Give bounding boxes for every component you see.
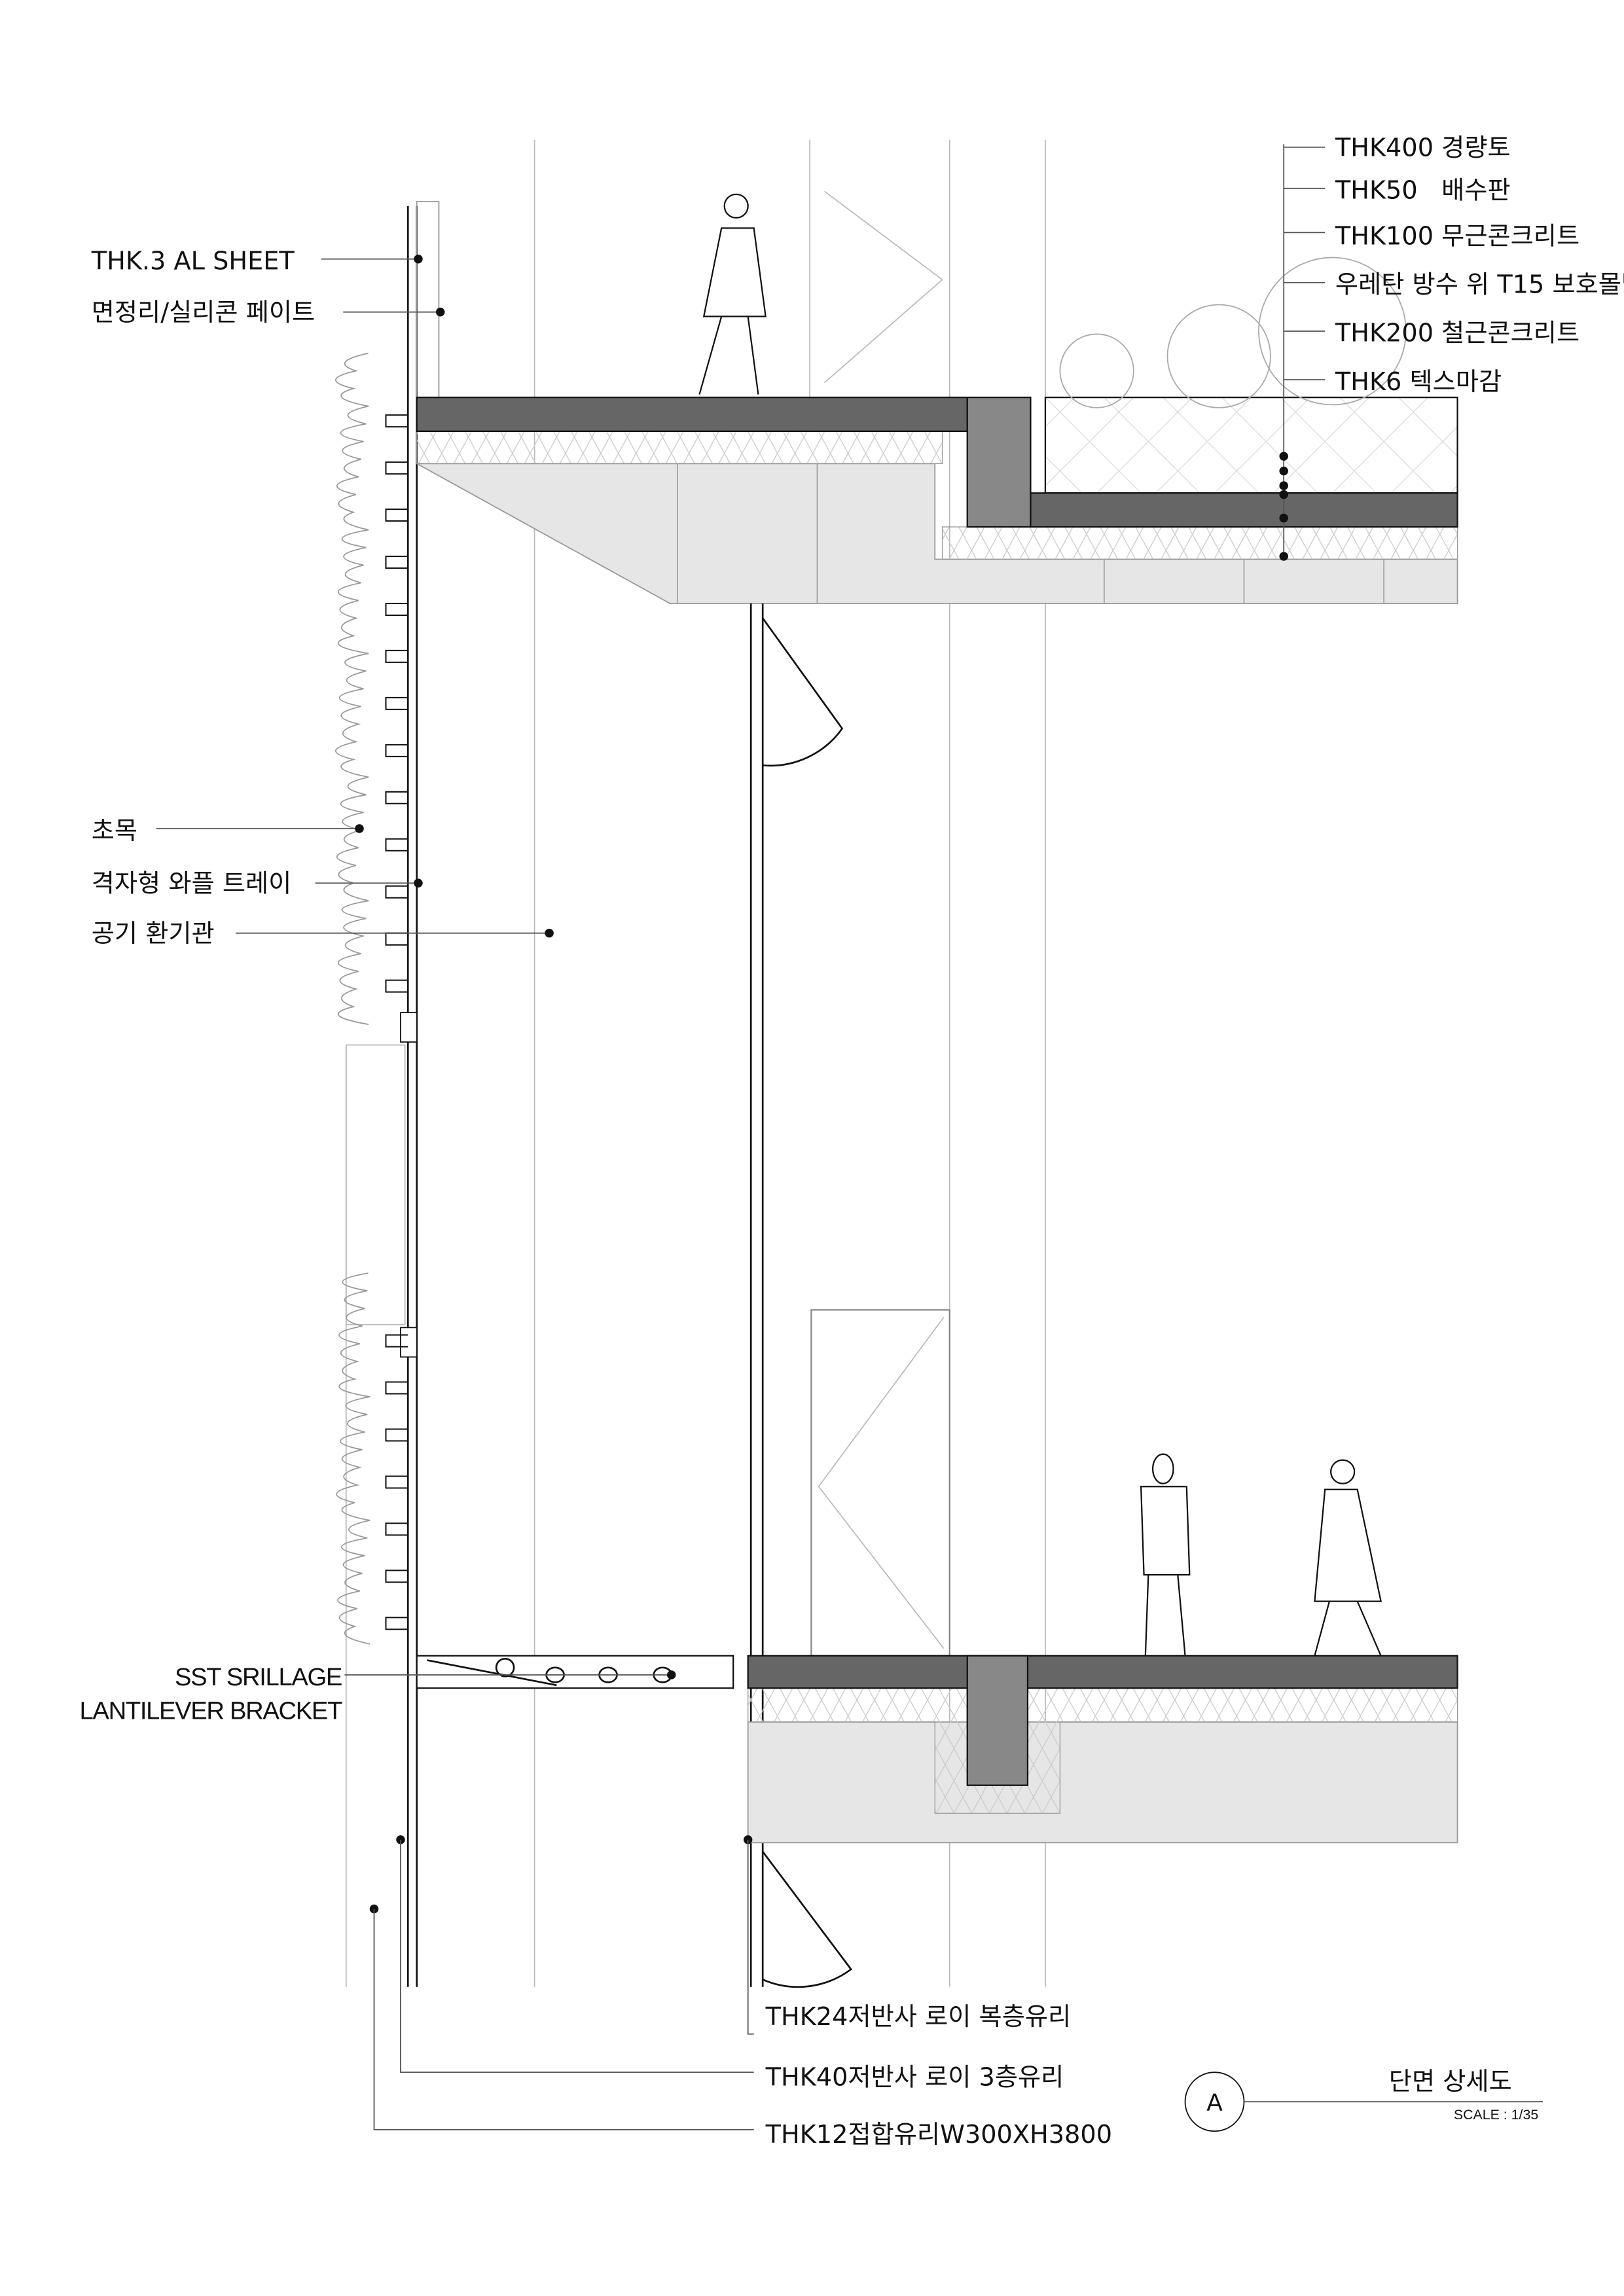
waffle-tray [385, 414, 408, 428]
waffle-tray [385, 1570, 408, 1583]
roof-shrubs [1059, 257, 1407, 408]
label-plants: 초목 [92, 817, 137, 846]
glazing-annotations: THK24저반사 로이 복층유리 THK40저반사 로이 3층유리 THK12접… [369, 1835, 1112, 2149]
waffle-tray [385, 1428, 408, 1442]
foliage [336, 1272, 370, 1645]
person-figure [1140, 1453, 1191, 1656]
label-glass-40: THK40저반사 로이 3층유리 [765, 2063, 1064, 2092]
roof-layer-label: THK100 무근콘크리트 [1335, 222, 1579, 251]
lower-floor-slab [416, 1655, 1458, 1844]
door [810, 1309, 950, 1657]
human-figures [698, 193, 1382, 1657]
waffle-tray [385, 649, 408, 663]
title-block: A 단면 상세도 SCALE : 1/35 [1184, 2068, 1543, 2132]
waffle-tray [385, 979, 408, 993]
waffle-tray [385, 1475, 408, 1489]
waffle-tray [385, 1381, 408, 1395]
person-figure [698, 193, 767, 395]
label-waffle-tray: 격자형 와플 트레이 [92, 870, 292, 899]
roof-layer-label: THK200 철근콘크리트 [1335, 319, 1579, 348]
waffle-tray [385, 696, 408, 710]
roof-layer-label: 우레탄 방수 위 T15 보호몰탈 [1335, 270, 1624, 299]
waffle-tray [385, 838, 408, 852]
label-al-sheet: THK.3 AL SHEET [91, 247, 295, 276]
drawing-title: 단면 상세도 [1389, 2068, 1512, 2096]
waffle-tray [385, 556, 408, 569]
waffle-tray [385, 1334, 408, 1348]
waffle-tray [385, 1522, 408, 1536]
outer-facade [400, 201, 440, 1987]
waffle-tray [385, 791, 408, 804]
label-glass-24: THK24저반사 로이 복층유리 [765, 2003, 1072, 2032]
waffle-tray [385, 461, 408, 475]
waffle-tray [385, 744, 408, 757]
upper-floor-slab [416, 397, 1458, 604]
waffle-tray [385, 602, 408, 616]
roof-layer-label: THK400 경량토 [1335, 134, 1511, 162]
foliage [334, 352, 369, 1025]
planter-greenery [334, 352, 408, 1645]
waffle-tray [385, 885, 408, 899]
waffle-tray [385, 1617, 408, 1630]
waffle-tray [385, 932, 408, 946]
label-bracket-line1: SST SRILLAGE [175, 1663, 342, 1691]
label-glass-12: THK12접합유리W300XH3800 [765, 2121, 1112, 2149]
waffle-tray [385, 509, 408, 522]
roof-layer-annotations: THK400 경량토 THK50 배수판 THK100 무근콘크리트 우레탄 방… [1279, 134, 1624, 561]
person-figure [1314, 1459, 1382, 1657]
roof-layer-label: THK50 배수판 [1335, 177, 1511, 206]
label-air-duct: 공기 환기관 [92, 920, 215, 948]
label-silicone: 면정리/실리콘 페이트 [92, 298, 315, 327]
label-bracket-line2: LANTILEVER BRACKET [80, 1697, 342, 1725]
roof-layer-label: THK6 텍스마감 [1335, 368, 1502, 397]
left-annotations: THK.3 AL SHEET 면정리/실리콘 페이트 초목 격자형 와플 트레이… [80, 247, 676, 1725]
section-marker-letter: A [1206, 2090, 1223, 2117]
drawing-scale: SCALE : 1/35 [1454, 2107, 1538, 2123]
